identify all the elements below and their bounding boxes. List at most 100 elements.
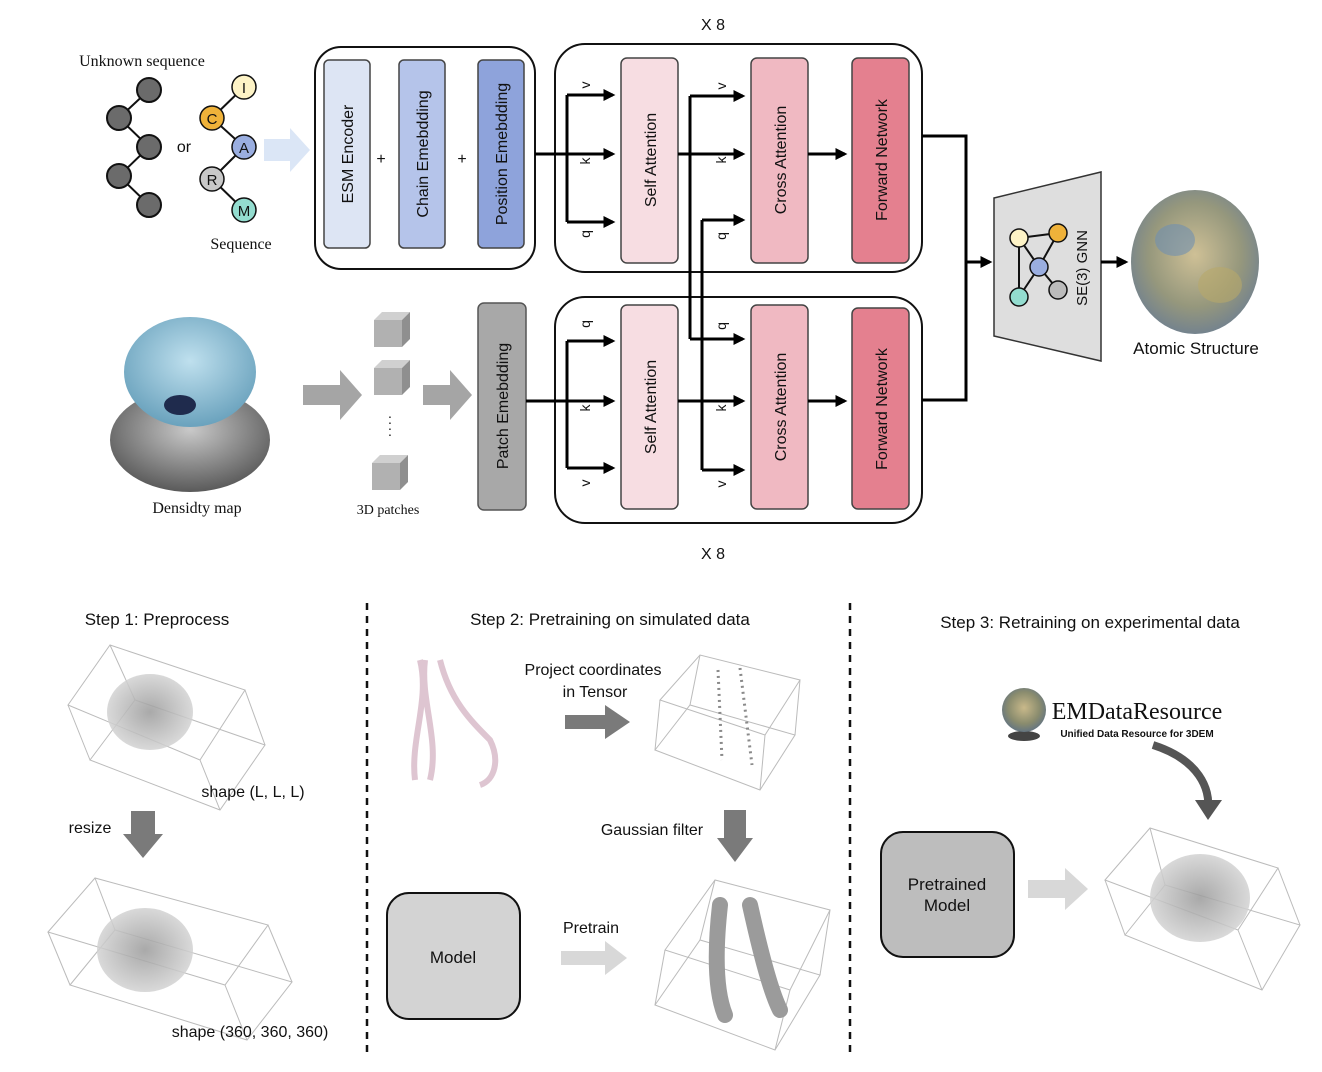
atomic-structure-label: Atomic Structure [1133,339,1259,358]
residue-R: R [199,166,225,192]
residue-M: M [231,197,257,223]
svg-text:Cross Attention: Cross Attention [773,106,790,215]
svg-text:M: M [238,203,251,220]
plus-sign-2: + [457,151,466,168]
repeat-bottom-label: X 8 [701,546,725,563]
esm-encoder-block: ESM Encoder [323,59,371,249]
step1-resize-arrow [123,811,163,858]
svg-text:Position Emebdding: Position Emebdding [494,83,511,225]
density-map-image [110,317,270,492]
step1-title: Step 1: Preprocess [85,610,230,629]
bottom-self-k-label: k [577,404,593,412]
step2-filtered-volume [654,879,831,1051]
top-cross-q-label: q [713,232,729,240]
top-self-attention-block: Self Attention [620,57,679,264]
patch-cube-1 [374,312,410,347]
unknown-sequence-label: Unknown sequence [79,53,205,70]
svg-text:Model: Model [430,948,476,967]
step1-shape-2: shape (360, 360, 360) [172,1024,329,1041]
repeat-top-label: X 8 [701,17,725,34]
top-self-attention-inputs [535,89,616,228]
top-cross-v-label: v [713,83,729,90]
emdb-name: EMDataResource [1052,699,1223,725]
step2-pretrain-arrow [561,941,627,975]
svg-text:Model: Model [924,896,970,915]
step2-project-arrow [565,705,630,739]
svg-text:Forward Network: Forward Network [874,98,891,221]
svg-text:C: C [207,111,218,128]
density-map-label: Densidty map [152,500,241,517]
step1-volume-2 [47,877,293,1041]
top-cross-k-label: k [713,156,729,164]
atomic-structure-image [1131,190,1259,334]
residue-C: C [199,105,225,131]
emdb-logo: EMDataResource Unified Data Resource for… [1002,688,1222,741]
or-label: or [177,139,192,156]
step2-title: Step 2: Pretraining on simulated data [470,610,750,629]
svg-text:I: I [242,80,246,97]
se3-gnn-block: SE(3) GNN [993,171,1102,362]
residue-I: I [231,74,257,100]
svg-text:ESM Encoder: ESM Encoder [340,104,357,203]
step2-gaussian-arrow [717,810,753,862]
bottom-forward-network-block: Forward Network [851,307,910,510]
density-to-patches-arrow [303,370,362,420]
sequence-label: Sequence [210,236,271,253]
svg-text:Forward Network: Forward Network [874,347,891,470]
svg-text:A: A [239,140,249,157]
patches-to-embedding-arrow [423,370,472,420]
step1-resize-label: resize [69,820,112,837]
step3-experimental-volume [1104,827,1301,991]
bottom-self-q-label: q [577,320,593,328]
top-self-v-label: v [577,82,593,89]
patch-cube-2 [374,360,410,395]
step2-projected-volume [654,654,801,791]
sequence-to-encoder-arrow [264,128,310,172]
plus-sign-1: + [376,151,385,168]
step3-title: Step 3: Retraining on experimental data [940,613,1240,632]
top-self-q-label: q [577,230,593,238]
bottom-cross-attention-block: Cross Attention [750,304,809,510]
svg-text:Patch Emebdding: Patch Emebdding [495,343,512,469]
svg-text:Cross Attention: Cross Attention [773,353,790,462]
top-forward-network-block: Forward Network [851,57,910,264]
svg-text:.: . [388,423,392,439]
top-cross-attention-block: Cross Attention [750,57,809,264]
patch-ellipsis: . [388,405,392,421]
step2-model-box: Model [386,892,521,1020]
step2-pretrain-label: Pretrain [563,920,619,937]
top-cross-attention-inputs [678,90,746,470]
bottom-self-attention-inputs [526,335,616,474]
svg-text:Self Attention: Self Attention [643,360,660,454]
patch-cube-3 [372,455,408,490]
bottom-cross-attention-inputs [678,395,746,476]
step3-pretrained-model-box: Pretrained Model [880,831,1015,958]
patch-embedding-block: Patch Emebdding [477,302,527,511]
residue-A: A [231,134,257,160]
step2-protein-structure [411,659,499,788]
step2-project-line1: Project coordinates [525,662,662,679]
step2-gaussian-label: Gaussian filter [601,822,704,839]
position-embedding-block: Position Emebdding [477,59,525,249]
svg-text:R: R [207,172,218,189]
bottom-cross-k-label: k [713,404,729,412]
chain-embedding-block: Chain Emebdding [398,59,446,249]
bottom-cross-v-label: v [713,481,729,488]
svg-text:Pretrained: Pretrained [908,875,986,894]
svg-text:Chain Emebdding: Chain Emebdding [415,90,432,217]
merge-to-gnn-lines [922,134,993,402]
step3-retrain-arrow [1028,868,1088,910]
step1-shape-1: shape (L, L, L) [201,784,304,801]
step2-project-line2: in Tensor [563,684,628,701]
svg-text:SE(3) GNN: SE(3) GNN [1074,230,1091,306]
patches-label: 3D patches [357,503,420,518]
bottom-self-attention-block: Self Attention [620,304,679,510]
bottom-cross-q-label: q [713,322,729,330]
svg-text:Self Attention: Self Attention [643,113,660,207]
top-self-k-label: k [577,157,593,165]
step1-volume-1 [67,644,266,811]
bottom-self-v-label: v [577,480,593,487]
emdb-tagline: Unified Data Resource for 3DEM [1060,729,1213,740]
svg-text:.: . [388,417,392,433]
